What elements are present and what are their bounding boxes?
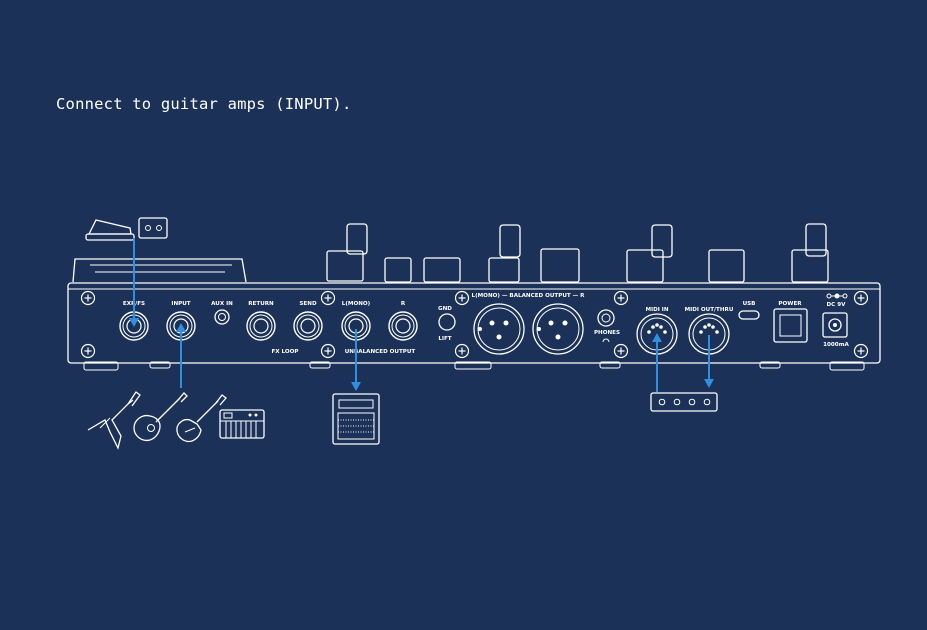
- electric-guitar-2-icon: [176, 394, 227, 443]
- ground-lift-switch[interactable]: GND LIFT: [438, 306, 456, 342]
- midi-controller-icon: [650, 392, 718, 412]
- l-mono-jack[interactable]: L(MONO): [341, 301, 371, 341]
- pedal-platform: [72, 258, 247, 283]
- exp-connection-arrow: [129, 238, 139, 327]
- power-label: POWER: [778, 301, 802, 307]
- electric-guitar-icon: [87, 391, 141, 450]
- return-jack[interactable]: RETURN: [246, 301, 276, 341]
- aux-in-jack[interactable]: AUX IN: [211, 301, 233, 325]
- phones-label: PHONES: [594, 330, 620, 336]
- xlr-right-jack[interactable]: [532, 303, 584, 355]
- keyboard-icon: [219, 409, 265, 439]
- r-label: R: [401, 301, 406, 307]
- top-knobs: [326, 223, 829, 283]
- caption: Connect to guitar amps (INPUT).: [56, 95, 352, 113]
- gnd-label: GND: [438, 306, 452, 312]
- feet: [149, 361, 781, 369]
- balanced-output-label: L(MONO) — BALANCED OUTPUT — R: [472, 293, 586, 299]
- amplifier-icon: [332, 393, 380, 445]
- unbalanced-output-label: UNBALANCED OUTPUT: [345, 349, 416, 355]
- midi-out-arrow: [704, 335, 714, 388]
- dc-label: DC 9V: [827, 302, 847, 308]
- send-jack[interactable]: SEND: [293, 301, 323, 341]
- input-connection-arrow: [176, 323, 186, 388]
- xlr-left-jack[interactable]: [473, 303, 525, 355]
- power-switch[interactable]: POWER: [773, 301, 808, 343]
- chassis: [67, 282, 881, 371]
- midi-out-thru-label: MIDI OUT/THRU: [685, 307, 734, 313]
- usb-label: USB: [743, 301, 756, 307]
- midi-in-label: MIDI IN: [645, 307, 668, 313]
- usb-port[interactable]: USB: [738, 301, 760, 320]
- current-label: 1000mA: [823, 342, 849, 348]
- footswitch-icon: [138, 217, 168, 239]
- acoustic-guitar-icon: [133, 392, 188, 442]
- l-mono-label: L(MONO): [342, 301, 371, 307]
- polarity-icon: [826, 293, 848, 299]
- send-label: SEND: [299, 301, 317, 307]
- phones-jack[interactable]: PHONES: [594, 309, 620, 343]
- lift-label: LIFT: [438, 336, 451, 342]
- return-label: RETURN: [248, 301, 274, 307]
- r-jack[interactable]: R: [388, 301, 418, 341]
- midi-in-arrow: [652, 333, 662, 392]
- input-label: INPUT: [171, 301, 190, 307]
- aux-in-label: AUX IN: [211, 301, 233, 307]
- fx-loop-label: FX LOOP: [271, 349, 298, 355]
- input-jack[interactable]: INPUT: [166, 301, 196, 341]
- amp-connection-arrow: [351, 329, 361, 391]
- expression-pedal-icon: [85, 219, 135, 241]
- dc-power-jack[interactable]: DC 9V 1000mA: [822, 293, 850, 349]
